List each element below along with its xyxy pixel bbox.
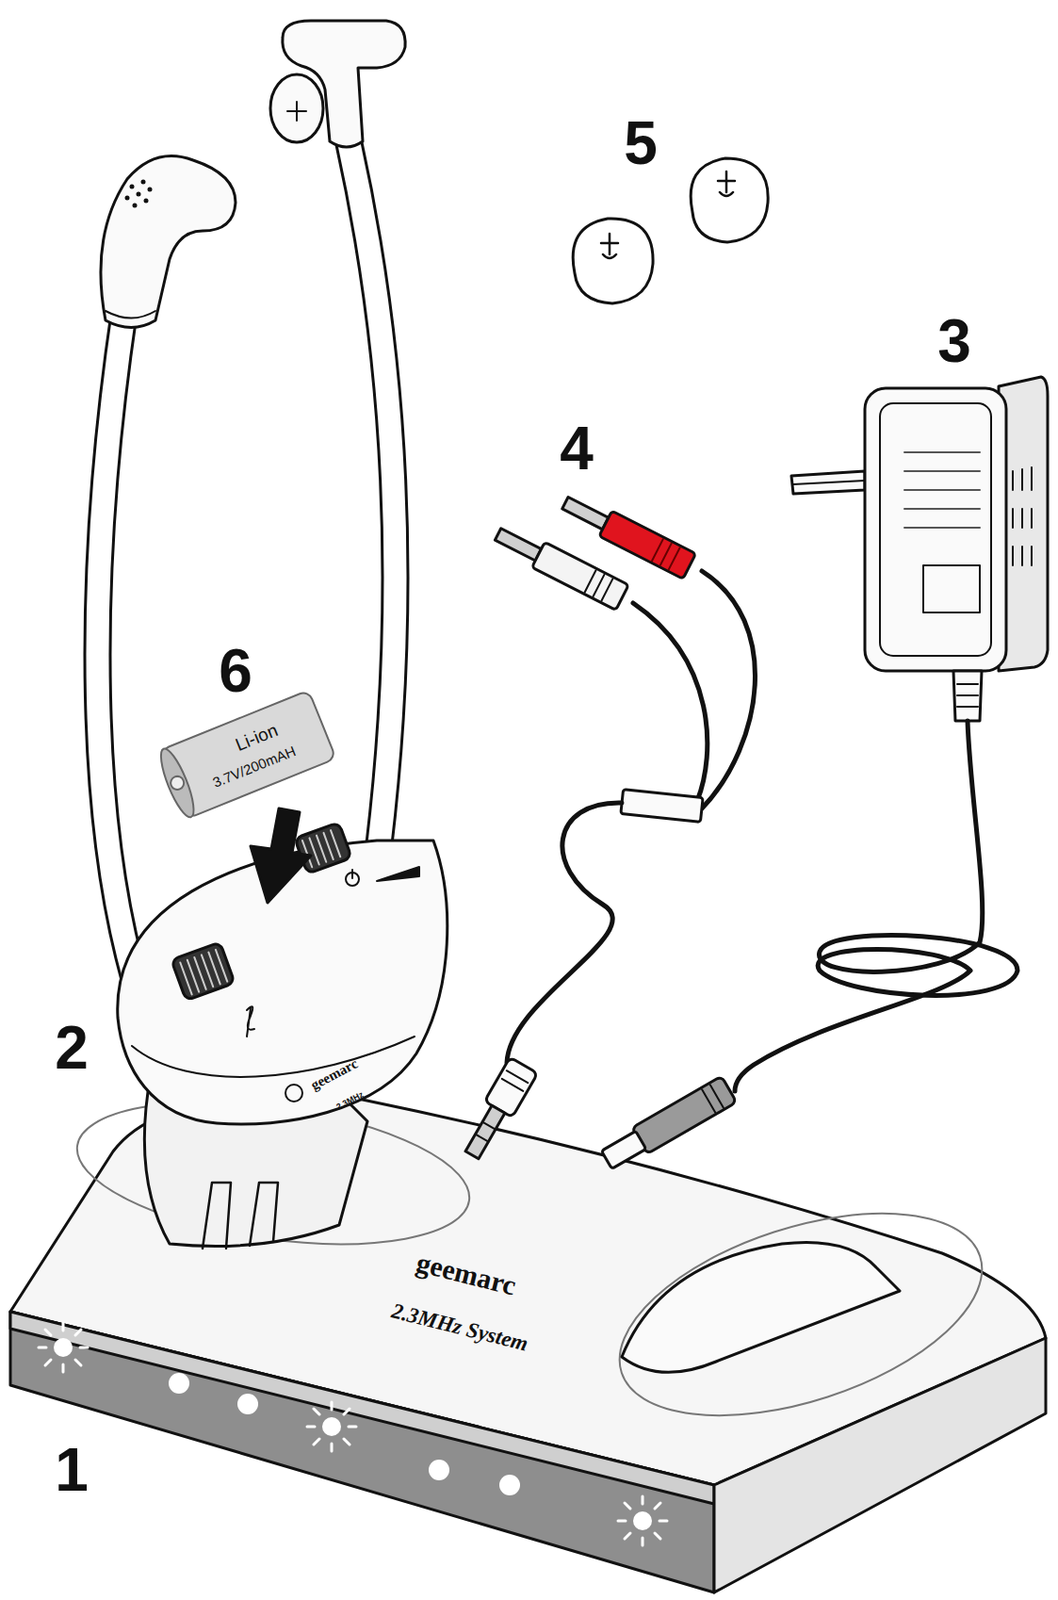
stand-notches [202, 1182, 278, 1249]
led-row [53, 1337, 652, 1531]
insert-arrow [250, 808, 311, 903]
callout-number: 6 [218, 640, 253, 701]
earpiece-left [100, 156, 236, 328]
callout-number: 2 [54, 1017, 89, 1078]
clef-icon [246, 1006, 255, 1037]
base-front [10, 1311, 715, 1593]
headset-arm-right [348, 141, 396, 848]
ear-tip [270, 74, 324, 143]
adapter-label [923, 565, 980, 613]
callout-number: 5 [623, 113, 658, 174]
cable-splitter [620, 789, 703, 823]
volume-wheel [171, 942, 235, 1001]
base-cradle [621, 1241, 900, 1372]
callout-number: 4 [559, 418, 594, 479]
spare-ear-tips [572, 158, 768, 304]
headset-arm-left [97, 310, 151, 1029]
rca-cable-red [701, 570, 755, 809]
jack-plug [457, 1057, 538, 1163]
logo-mark [285, 1084, 303, 1102]
base-front-strip [10, 1311, 715, 1504]
callout-number: 1 [54, 1439, 89, 1500]
jack-cable [506, 802, 622, 1063]
power-cord [734, 720, 1018, 1091]
adapter-prongs [791, 471, 865, 494]
adapter-body [864, 388, 1007, 671]
rca-plug-white [491, 521, 629, 611]
speaker-dots [125, 179, 153, 209]
battery [154, 690, 336, 821]
led-rays [38, 1322, 668, 1546]
power-plug [599, 1075, 737, 1173]
base-cradle-ring [594, 1173, 1007, 1456]
rca-cable-white [633, 602, 708, 801]
strain-relief [953, 670, 982, 721]
callout-number: 3 [937, 310, 972, 372]
